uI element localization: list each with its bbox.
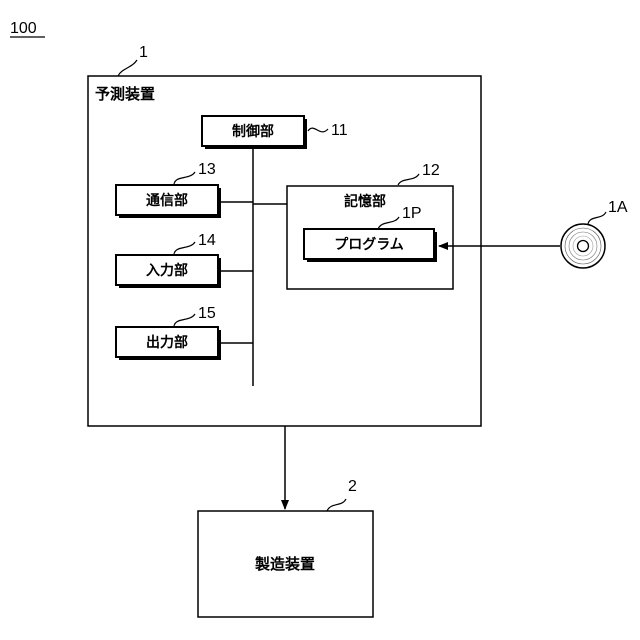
comm-unit-label: 通信部 bbox=[146, 192, 188, 209]
comm-unit-leader bbox=[174, 172, 195, 184]
control-unit-shadow bbox=[304, 119, 307, 149]
output-unit-leader bbox=[174, 314, 195, 326]
medium-leader bbox=[588, 212, 606, 224]
prediction-device-ref: 1 bbox=[139, 44, 148, 61]
comm-unit-ref: 13 bbox=[198, 161, 216, 178]
control-unit-shadow-bottom bbox=[205, 146, 307, 149]
comm-unit-shadow bbox=[218, 188, 221, 218]
program-shadow-bottom bbox=[307, 259, 437, 262]
program-shadow bbox=[434, 232, 437, 262]
manufacturing-device-ref: 2 bbox=[348, 478, 357, 495]
output-unit-shadow-bottom bbox=[119, 357, 221, 360]
prediction-device-leader bbox=[118, 60, 137, 76]
comm-unit-shadow-bottom bbox=[119, 215, 221, 218]
input-unit-shadow bbox=[218, 258, 221, 288]
input-unit-label: 入力部 bbox=[146, 262, 188, 279]
storage-unit-label: 記憶部 bbox=[344, 193, 386, 210]
control-unit-leader bbox=[308, 128, 328, 132]
input-unit-leader bbox=[174, 242, 195, 254]
output-unit-ref: 15 bbox=[198, 305, 216, 322]
program-label: プログラム bbox=[334, 236, 404, 253]
manufacturing-device-leader bbox=[327, 499, 346, 511]
control-unit-ref: 11 bbox=[331, 122, 348, 139]
figure-ref-label: 100 bbox=[10, 20, 37, 37]
medium-ref: 1A bbox=[608, 199, 628, 216]
storage-unit-ref: 12 bbox=[422, 162, 440, 179]
program-ref: 1P bbox=[402, 205, 422, 222]
prediction-device-label: 予測装置 bbox=[95, 85, 155, 103]
input-unit-ref: 14 bbox=[198, 232, 216, 249]
storage-unit-leader bbox=[398, 174, 419, 185]
input-unit-shadow-bottom bbox=[119, 285, 221, 288]
control-unit-label: 制御部 bbox=[232, 123, 274, 140]
output-unit-label: 出力部 bbox=[146, 334, 188, 351]
output-unit-shadow bbox=[218, 330, 221, 360]
disc-icon bbox=[561, 224, 605, 268]
manufacturing-device-label: 製造装置 bbox=[254, 555, 315, 573]
